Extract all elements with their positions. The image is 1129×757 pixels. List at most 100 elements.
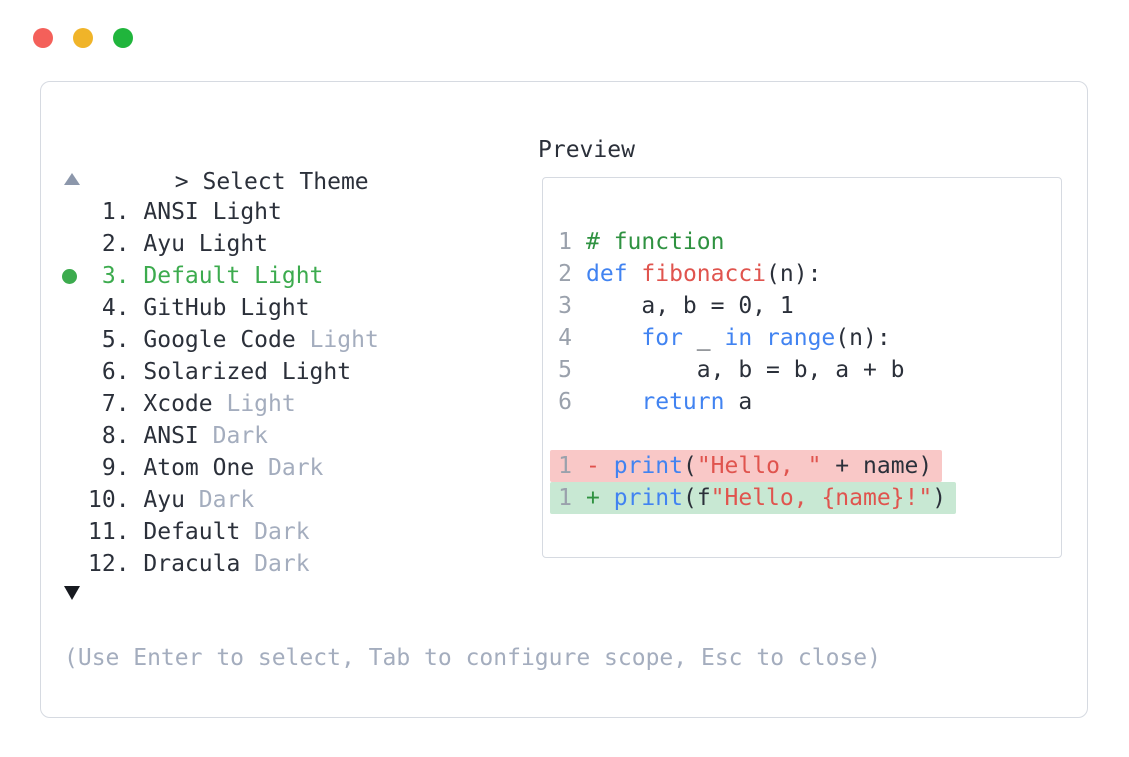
code-token: (n):	[835, 325, 891, 351]
code-token: (	[682, 453, 697, 479]
code-token	[752, 325, 766, 351]
code-token: a, b = 0, 1	[586, 293, 794, 319]
diff-add-highlight: 1+ print(f"Hello, {name}!")	[550, 482, 957, 514]
theme-name: Dracula	[143, 551, 241, 577]
theme-number: 5.	[88, 327, 144, 353]
theme-list-item[interactable]: 1. ANSI Light	[64, 196, 881, 228]
theme-name: Atom One	[143, 455, 255, 481]
code-token: print	[613, 453, 683, 479]
theme-number: 7.	[88, 391, 144, 417]
theme-list-item[interactable]: 3. Default Light	[62, 260, 881, 292]
code-line: 4 for _ in range(n):	[558, 322, 1061, 354]
theme-number: 2.	[88, 231, 144, 257]
diff-del-highlight: 1- print("Hello, " + name)	[550, 450, 943, 482]
line-number: 2	[558, 261, 572, 287]
theme-name-muted: Dark	[240, 551, 310, 577]
theme-list-item[interactable]: 2. Ayu Light	[64, 228, 881, 260]
theme-list-item[interactable]: 7. Xcode Light	[64, 388, 881, 420]
theme-name: Ayu Light	[143, 231, 269, 257]
code-token: a, b = b, a + b	[586, 357, 905, 383]
theme-list-item[interactable]: 10. Ayu Dark	[64, 484, 881, 516]
code-token: "Hello, "	[696, 453, 822, 479]
line-number: 1	[558, 485, 572, 511]
theme-name: Default	[143, 519, 241, 545]
code-token: fibonacci	[641, 261, 767, 287]
code-token: _	[682, 325, 725, 351]
theme-name: Default Light	[143, 263, 324, 289]
theme-number: 12.	[88, 551, 144, 577]
theme-list-item[interactable]: 9. Atom One Dark	[64, 452, 881, 484]
scroll-up-indicator[interactable]	[64, 166, 881, 192]
code-token: in	[724, 325, 753, 351]
code-token: a	[724, 389, 753, 415]
triangle-up-icon	[64, 173, 80, 185]
scroll-down-indicator[interactable]	[64, 580, 881, 606]
line-number: 5	[558, 357, 572, 383]
theme-number: 1.	[88, 199, 144, 225]
code-token: "Hello, {name}!"	[710, 485, 933, 511]
code-token	[600, 485, 614, 511]
window-controls	[33, 28, 133, 48]
theme-picker-column: > Select Theme 1. ANSI Light 2. Ayu Ligh…	[62, 134, 881, 674]
triangle-down-icon	[64, 586, 80, 600]
code-line: 1- print("Hello, " + name)	[550, 450, 1061, 482]
code-token: + name)	[821, 453, 933, 479]
theme-list-item[interactable]: 4. GitHub Light	[64, 292, 881, 324]
code-token	[600, 453, 614, 479]
theme-number: 8.	[88, 423, 144, 449]
theme-name-muted: Dark	[240, 519, 310, 545]
theme-list-item[interactable]: 5. Google Code Light	[64, 324, 881, 356]
prompt-header: > Select Theme	[64, 134, 881, 195]
theme-name: Google Code	[143, 327, 296, 353]
theme-name-muted: Dark	[198, 423, 269, 449]
theme-picker-panel: > Select Theme 1. ANSI Light 2. Ayu Ligh…	[40, 81, 1088, 718]
code-line: 1+ print(f"Hello, {name}!")	[550, 482, 1061, 514]
theme-name: Ayu	[143, 487, 185, 513]
footer-hint: (Use Enter to select, Tab to configure s…	[64, 645, 881, 671]
theme-list-item[interactable]: 6. Solarized Light	[64, 356, 881, 388]
theme-name: Solarized Light	[143, 359, 352, 385]
line-number: 4	[558, 325, 572, 351]
theme-list-item[interactable]: 12. Dracula Dark	[64, 548, 881, 580]
code-line	[558, 418, 1061, 450]
code-token: (n):	[766, 261, 822, 287]
theme-name: ANSI	[143, 423, 199, 449]
theme-number: 11.	[88, 519, 144, 545]
code-token: range	[766, 325, 836, 351]
code-token	[586, 389, 641, 415]
theme-number: 9.	[88, 455, 144, 481]
theme-list-item[interactable]: 8. ANSI Dark	[64, 420, 881, 452]
theme-name-muted: Light	[295, 327, 379, 353]
theme-number: 10.	[88, 487, 144, 513]
line-number: 6	[558, 389, 572, 415]
theme-name-muted: Light	[212, 391, 296, 417]
theme-name-muted: Dark	[184, 487, 255, 513]
code-line: 1# function	[558, 226, 1061, 258]
code-token: (f	[682, 485, 711, 511]
code-token	[586, 325, 641, 351]
code-token: print	[613, 485, 683, 511]
theme-number: 3.	[88, 263, 144, 289]
theme-name: Xcode	[143, 391, 213, 417]
zoom-button[interactable]	[113, 28, 133, 48]
minimize-button[interactable]	[73, 28, 93, 48]
theme-list-item[interactable]: 11. Default Dark	[64, 516, 881, 548]
code-token: +	[586, 485, 600, 511]
theme-list: 1. ANSI Light 2. Ayu Light 3. Default Li…	[62, 196, 881, 580]
code-token: for	[641, 325, 683, 351]
line-number: 3	[558, 293, 572, 319]
code-token: -	[586, 453, 600, 479]
theme-name-muted: Dark	[254, 455, 324, 481]
close-button[interactable]	[33, 28, 53, 48]
code-token	[628, 261, 642, 287]
green-dot-icon	[62, 269, 77, 284]
theme-number: 4.	[88, 295, 144, 321]
code-line: 6 return a	[558, 386, 1061, 418]
code-line: 3 a, b = 0, 1	[558, 290, 1061, 322]
theme-number: 6.	[88, 359, 144, 385]
selected-marker	[62, 260, 88, 292]
